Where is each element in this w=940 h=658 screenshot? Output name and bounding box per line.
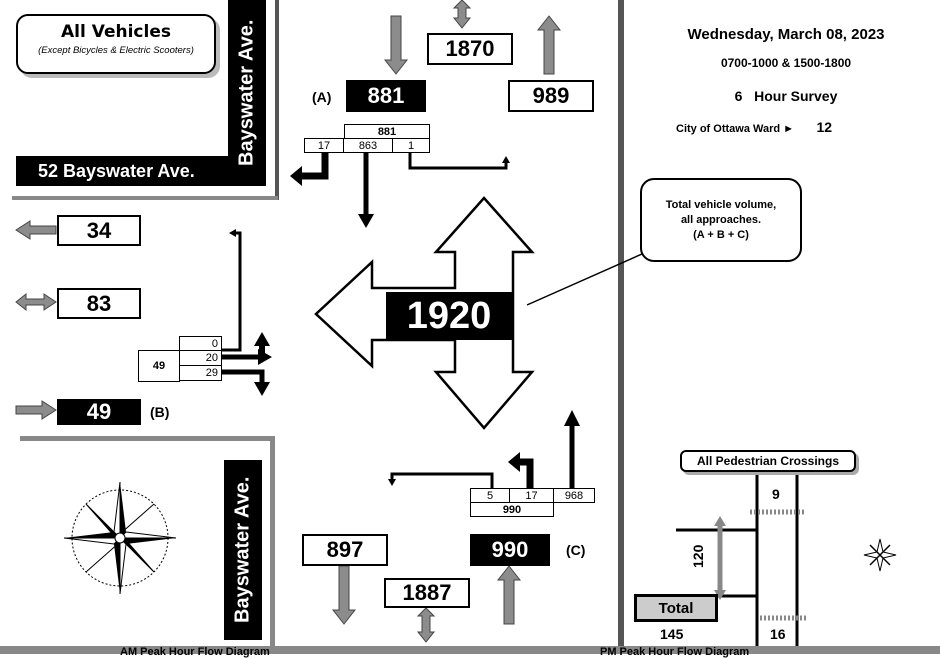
- pedestrian-south-count: 16: [770, 626, 786, 642]
- south-through-head: [508, 452, 520, 472]
- west-left-turn-arrow: [222, 233, 240, 350]
- north-in-arrow: [385, 16, 407, 74]
- north-out-arrow: [538, 16, 560, 74]
- west-total-arrow: [16, 294, 56, 310]
- west-in-arrow: [16, 401, 56, 419]
- west-right-count: 29: [179, 365, 222, 381]
- north-left-turn-arrow: [410, 152, 506, 168]
- north-exiting: 989: [508, 80, 594, 112]
- west-entering-label: (B): [150, 404, 169, 420]
- north-left-turn-head: [502, 156, 510, 163]
- north-total: 1870: [427, 33, 513, 65]
- south-approach-total: 990: [470, 502, 554, 517]
- west-approach-total: 49: [138, 350, 180, 382]
- west-through-count: 20: [179, 350, 222, 366]
- west-total: 83: [57, 288, 141, 319]
- north-right-count: 17: [304, 138, 344, 153]
- pedestrian-title: All Pedestrian Crossings: [680, 450, 856, 472]
- total-volume-value: 1920: [386, 292, 512, 340]
- south-right-count: 968: [553, 488, 595, 503]
- north-right-turn-head: [290, 166, 302, 186]
- south-left-count: 5: [470, 488, 510, 503]
- north-entering-label: (A): [312, 89, 331, 105]
- south-left-turn-arrow: [392, 474, 492, 488]
- small-compass-icon: [864, 539, 896, 571]
- callout-text: Total vehicle volume, all approaches. (A…: [666, 198, 776, 243]
- south-total-arrow: [418, 608, 434, 642]
- pedestrian-north-count: 9: [772, 486, 780, 502]
- west-exiting: 34: [57, 215, 141, 246]
- south-out-arrow: [333, 566, 355, 624]
- footer-left-title: AM Peak Hour Flow Diagram: [120, 646, 270, 658]
- north-through-count: 863: [343, 138, 393, 153]
- pedestrian-west-count: 120: [690, 545, 706, 568]
- south-exiting: 897: [302, 534, 388, 566]
- west-up-head: [254, 332, 270, 346]
- south-through-count: 17: [509, 488, 554, 503]
- north-through-head: [358, 214, 374, 228]
- total-volume-callout: Total vehicle volume, all approaches. (A…: [640, 178, 802, 262]
- west-entering: 49: [57, 399, 141, 425]
- south-in-arrow: [498, 566, 520, 624]
- north-left-count: 1: [392, 138, 430, 153]
- south-entering: 990: [470, 534, 550, 566]
- south-total: 1887: [384, 578, 470, 608]
- north-right-turn-arrow: [300, 152, 325, 176]
- north-approach-total: 881: [344, 124, 430, 139]
- north-total-arrow: [454, 0, 470, 28]
- west-left-count: 0: [179, 336, 222, 351]
- west-right-turn-head: [254, 382, 270, 396]
- north-entering: 881: [346, 80, 426, 112]
- ped-crossing-west-head-top: [714, 516, 726, 526]
- south-right-turn-head: [564, 410, 580, 426]
- compass-rose-icon: [64, 482, 176, 594]
- footer-right-title: PM Peak Hour Flow Diagram: [600, 646, 749, 658]
- pedestrian-total: 145: [660, 626, 683, 642]
- west-out-arrow: [16, 221, 56, 239]
- south-left-turn-head: [388, 479, 396, 486]
- west-left-turn-head: [229, 229, 236, 237]
- pedestrian-total-label: Total: [634, 594, 718, 622]
- south-entering-label: (C): [566, 542, 585, 558]
- callout-pointer: [527, 246, 660, 305]
